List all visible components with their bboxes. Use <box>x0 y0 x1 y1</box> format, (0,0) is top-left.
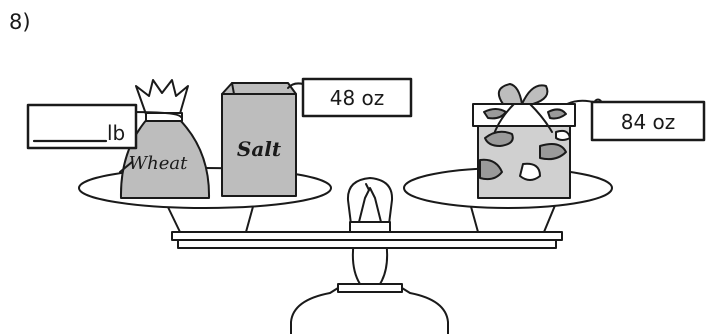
scale-beam <box>165 202 563 249</box>
salt-weight-tag <box>301 77 413 118</box>
wheat-bag-label: Wheat <box>129 153 188 174</box>
gift-box <box>472 83 576 199</box>
salt-box <box>221 82 297 197</box>
scale-pointer <box>346 177 394 233</box>
salt-tag-label: 48 oz <box>330 86 385 110</box>
gift-weight-tag <box>590 100 706 142</box>
question-number: 8) <box>9 10 31 34</box>
scale-base <box>290 239 449 334</box>
gift-tag-label: 84 oz <box>621 110 676 134</box>
salt-box-label: Salt <box>237 137 282 161</box>
wheat-tag-unit: lb <box>107 121 125 145</box>
